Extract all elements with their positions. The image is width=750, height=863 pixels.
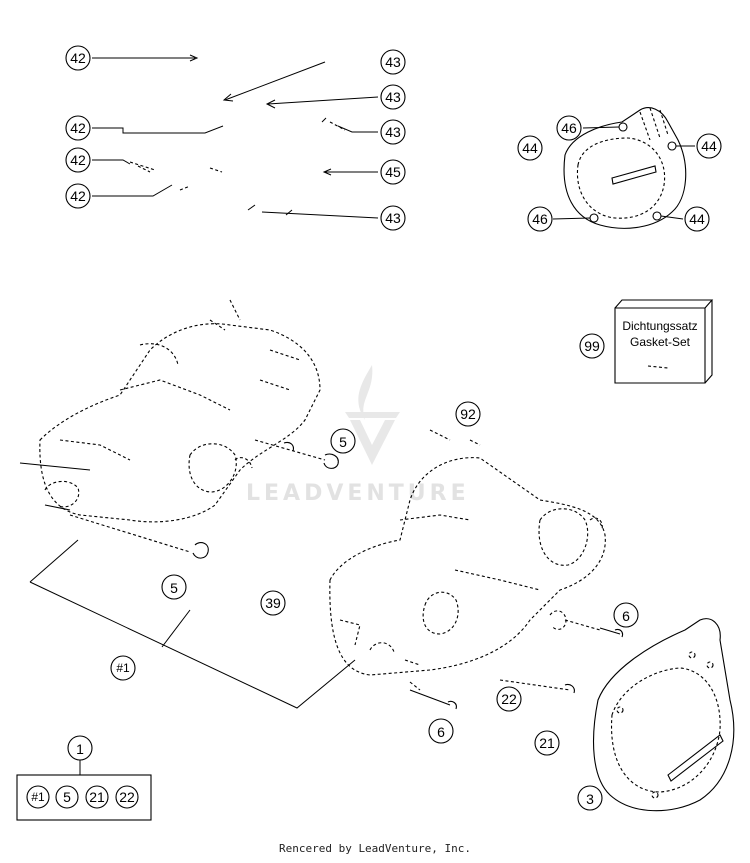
gasket-set-box: Dichtungssatz Gasket-Set	[614, 299, 714, 384]
lower-leaders	[29, 539, 356, 775]
callout-92: 92	[455, 401, 481, 427]
kit-item-21: 21	[85, 785, 109, 809]
callout-6: 6	[428, 718, 454, 744]
svg-text:22: 22	[501, 691, 517, 707]
svg-text:44: 44	[701, 138, 717, 154]
ignition-cover-detail	[552, 107, 695, 229]
kit-item-22: 22	[115, 785, 139, 809]
svg-text:43: 43	[385, 210, 401, 226]
callout-44: 44	[517, 135, 543, 161]
watermark-logo	[345, 365, 400, 465]
callout-22: 22	[496, 686, 522, 712]
callout-21: 21	[534, 730, 560, 756]
svg-text:43: 43	[385, 124, 401, 140]
svg-text:92: 92	[460, 406, 476, 422]
svg-text:43: 43	[385, 89, 401, 105]
callout-1-assembly: #1	[110, 655, 136, 681]
callout-43: 43	[380, 49, 406, 75]
svg-text:42: 42	[70, 120, 86, 136]
svg-text:44: 44	[522, 140, 538, 156]
svg-text:5: 5	[63, 789, 71, 805]
gasket-box-line1: Dichtungssatz	[622, 319, 697, 333]
callout-43: 43	[380, 205, 406, 231]
ignition-cover	[592, 618, 735, 812]
footer-credit: Rencered by LeadVenture, Inc.	[278, 842, 472, 855]
svg-text:46: 46	[532, 211, 548, 227]
callout-42: 42	[65, 45, 91, 71]
svg-text:21: 21	[539, 735, 555, 751]
callout-42: 42	[65, 115, 91, 141]
kit-item-5: 5	[55, 785, 79, 809]
callout-44: 44	[684, 206, 710, 232]
svg-text:39: 39	[265, 595, 281, 611]
callout-43: 43	[380, 119, 406, 145]
svg-text:5: 5	[170, 580, 178, 596]
small-parts-group	[92, 54, 379, 219]
right-crankcase	[329, 429, 624, 710]
kit-item-1: #1	[26, 785, 50, 809]
svg-text:#1: #1	[31, 790, 45, 804]
callout-44: 44	[696, 133, 722, 159]
svg-text:5: 5	[339, 434, 347, 450]
svg-text:99: 99	[584, 338, 600, 354]
svg-text:45: 45	[385, 164, 401, 180]
callouts: 42 42 42 42 43 43 43 45 43 46 44 44 46 4…	[65, 45, 722, 811]
svg-text:46: 46	[561, 120, 577, 136]
svg-text:3: 3	[586, 791, 594, 807]
callout-45: 45	[380, 159, 406, 185]
callout-5: 5	[161, 574, 187, 600]
gasket-box-line2: Gasket-Set	[630, 335, 691, 349]
callout-43: 43	[380, 84, 406, 110]
svg-text:44: 44	[689, 211, 705, 227]
svg-text:42: 42	[70, 152, 86, 168]
svg-text:42: 42	[70, 188, 86, 204]
svg-text:43: 43	[385, 54, 401, 70]
callout-46: 46	[527, 206, 553, 232]
watermark-text: LEADVENTURE	[246, 481, 470, 506]
svg-text:1: 1	[76, 741, 84, 757]
callout-3: 3	[577, 785, 603, 811]
callout-6: 6	[613, 602, 639, 628]
callout-42: 42	[65, 147, 91, 173]
kit-contents-box: #1 5 21 22	[16, 774, 152, 821]
svg-text:21: 21	[89, 789, 105, 805]
callout-42: 42	[65, 183, 91, 209]
svg-text:6: 6	[437, 724, 445, 740]
left-crankcase	[19, 299, 339, 559]
callout-1: 1	[67, 735, 93, 761]
callout-39: 39	[260, 590, 286, 616]
svg-text:#1: #1	[116, 661, 130, 675]
callout-5: 5	[330, 428, 356, 454]
svg-text:22: 22	[119, 789, 135, 805]
callout-99: 99	[579, 333, 605, 359]
svg-text:42: 42	[70, 50, 86, 66]
svg-text:6: 6	[622, 608, 630, 624]
callout-46: 46	[556, 115, 582, 141]
